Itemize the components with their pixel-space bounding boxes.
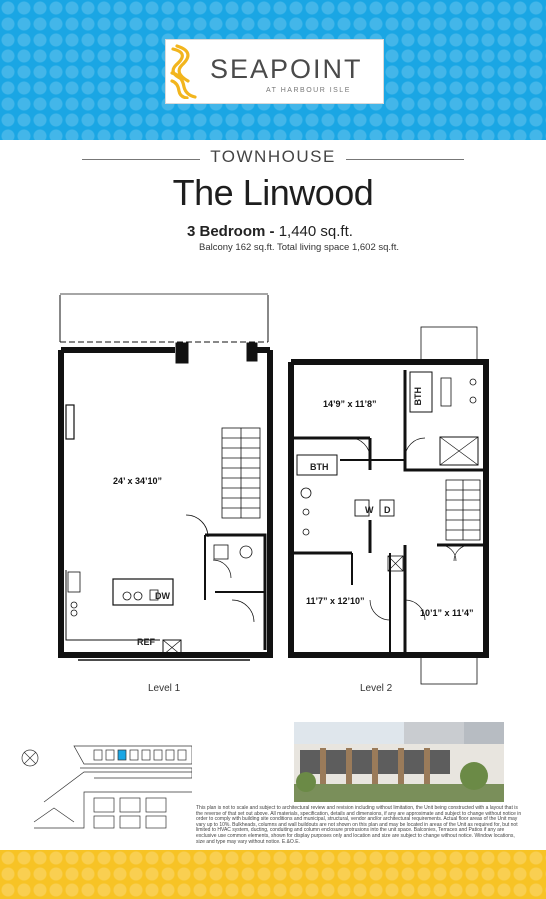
brand-logo: SEAPOINT AT HARBOUR ISLE bbox=[165, 39, 384, 104]
level2-plan bbox=[288, 326, 489, 685]
level1-living-dims: 24’ x 34’10” bbox=[113, 476, 163, 486]
washer-label: W bbox=[365, 505, 374, 515]
level1-plan bbox=[58, 293, 273, 661]
area-details: Balcony 162 sq.ft. Total living space 1,… bbox=[199, 242, 399, 253]
site-key-map bbox=[21, 745, 192, 829]
dryer-label: D bbox=[384, 505, 391, 515]
level1-label: Level 1 bbox=[148, 683, 181, 694]
fridge-label: REF bbox=[137, 637, 155, 647]
divider-right bbox=[346, 159, 464, 160]
ensuite-bath-label: BTH bbox=[413, 387, 423, 406]
legal-disclaimer: This plan is not to scale and subject to… bbox=[196, 805, 522, 845]
home-type-heading: TOWNHOUSE bbox=[0, 147, 546, 167]
level2-primary-dims: 14’9” x 11’8” bbox=[323, 399, 377, 409]
bedroom-area: 3 Bedroom - 1,440 sq.ft. bbox=[187, 223, 353, 240]
main-bath-label: BTH bbox=[310, 462, 329, 472]
level2-bedroom3-dims: 10’1” x 11’4” bbox=[420, 608, 474, 618]
divider-left bbox=[82, 159, 200, 160]
footer-band bbox=[0, 850, 546, 899]
dishwasher-label: DW bbox=[155, 591, 170, 601]
level2-label: Level 2 bbox=[360, 683, 393, 694]
level2-bedroom2-dims: 11’7” x 12’10” bbox=[306, 596, 365, 606]
brand-subtitle: AT HARBOUR ISLE bbox=[266, 87, 351, 94]
waves-logo-icon bbox=[170, 44, 197, 99]
model-title: The Linwood bbox=[172, 172, 374, 213]
rendering-image bbox=[294, 722, 504, 802]
brand-name: SEAPOINT bbox=[210, 54, 363, 84]
